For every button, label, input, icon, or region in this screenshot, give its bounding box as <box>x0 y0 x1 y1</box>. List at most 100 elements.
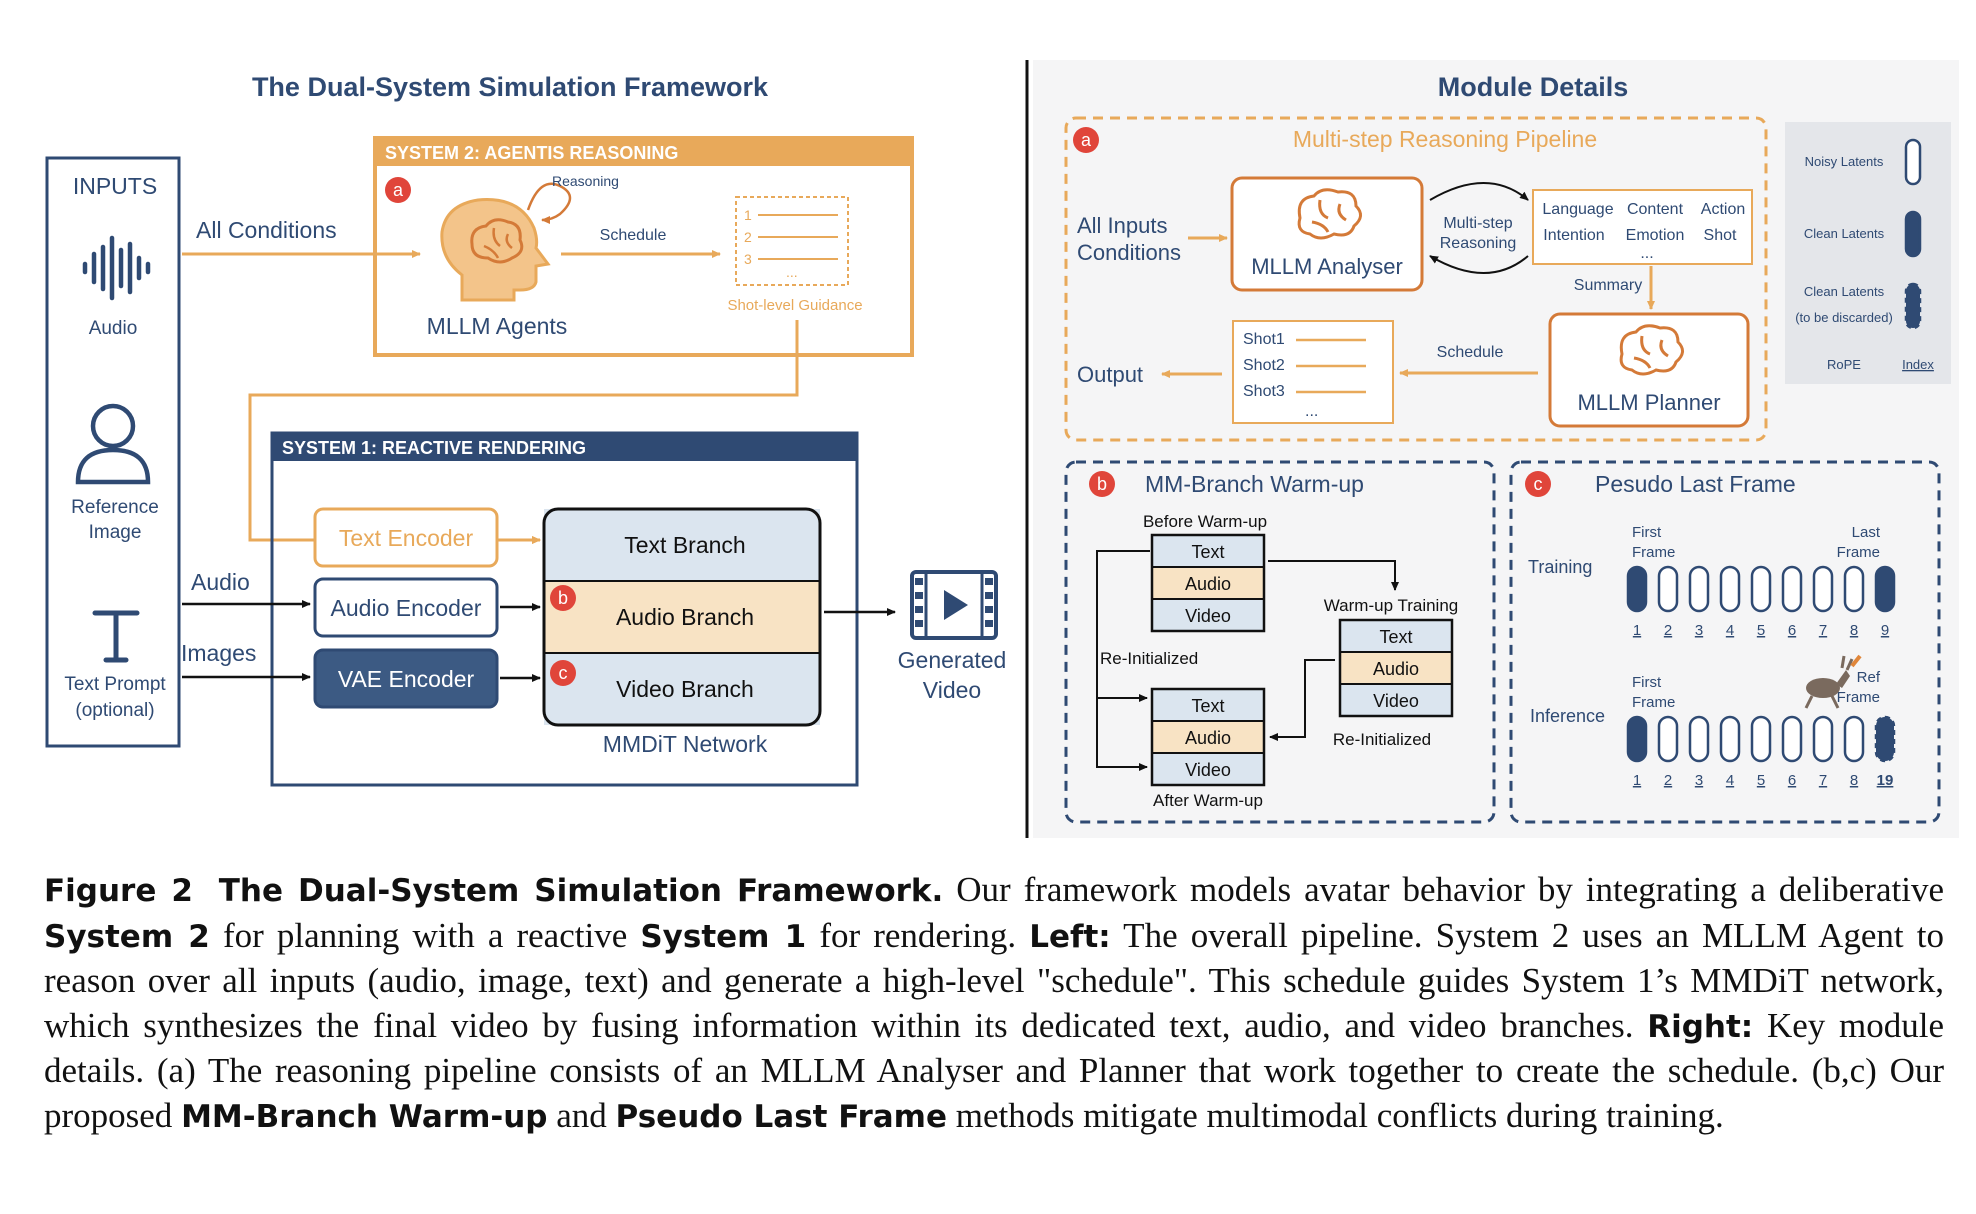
video-play-icon <box>910 570 998 640</box>
infer-frame-index: 6 <box>1788 772 1796 789</box>
input-text-prompt-line2: (optional) <box>75 700 154 721</box>
system2-header: SYSTEM 2: AGENTIS REASONING <box>385 143 678 163</box>
head-brain-icon <box>440 198 551 302</box>
reasoning-label: Reasoning <box>552 173 619 189</box>
text-encoder-box <box>313 507 499 568</box>
shots-ellipsis: ... <box>1305 403 1318 420</box>
infer-frame-index: 1 <box>1633 772 1641 789</box>
caption-pseudo-last-frame: Pseudo Last Frame <box>615 1098 948 1135</box>
mmdit-network-label: MMDiT Network <box>603 731 768 757</box>
before-to-training-arrow <box>1268 560 1399 591</box>
pipeline-badge-letter: a <box>1081 130 1092 150</box>
shot1-label: Shot1 <box>1243 331 1285 348</box>
legend-index: Index <box>1902 357 1934 372</box>
infer-latent-frame <box>1874 715 1896 763</box>
left-title: The Dual-System Simulation Framework <box>252 72 769 102</box>
audio-edge-label: Audio <box>191 569 250 595</box>
attr-ellipsis: ... <box>1640 245 1653 262</box>
inputs-panel <box>45 156 181 748</box>
infer-latent-frame <box>1657 715 1679 763</box>
inputs-header: INPUTS <box>73 173 157 199</box>
infer-frame-index: 3 <box>1695 772 1703 789</box>
caption-mm-warmup: MM-Branch Warm-up <box>181 1098 548 1135</box>
train-latent-frame <box>1750 565 1772 613</box>
planner-schedule-label: Schedule <box>1437 344 1504 361</box>
guidance-mark-ellipsis: ... <box>786 264 798 280</box>
audio-encoder-label: Audio Encoder <box>331 595 482 621</box>
mmdit-text-branch <box>544 509 820 581</box>
train-frame-index: 3 <box>1695 622 1703 639</box>
train-last-line1: Last <box>1852 524 1881 541</box>
before-text: Text <box>1191 542 1224 562</box>
train-frame-index: 9 <box>1881 622 1889 639</box>
infer-latent-frame <box>1626 715 1648 763</box>
legend-box <box>1785 122 1951 384</box>
all-inputs-line1: All Inputs <box>1077 213 1168 238</box>
analyser-to-attributes-arc <box>1429 182 1529 201</box>
caption-text-3: for rendering. <box>806 915 1030 955</box>
all-inputs-line2: Conditions <box>1077 240 1181 265</box>
audio-branch-label: Audio Branch <box>616 604 754 630</box>
pseudo-box <box>1509 460 1941 824</box>
training-text: Text <box>1379 627 1412 647</box>
mllm-planner-box <box>1548 312 1750 428</box>
train-latent-frame <box>1843 565 1865 613</box>
infer-frame-index: 8 <box>1850 772 1858 789</box>
caption-text-2: for planning with a reactive <box>209 915 641 955</box>
attr-intention: Intention <box>1543 227 1604 244</box>
train-frame-index: 8 <box>1850 622 1858 639</box>
infer-first-line1: First <box>1632 674 1662 691</box>
train-latent-frame <box>1781 565 1803 613</box>
infer-latent-frame <box>1781 715 1803 763</box>
legend-discard-line2: (to be discarded) <box>1795 310 1893 325</box>
shot-lines <box>1296 338 1366 394</box>
system2-badge-letter: a <box>393 180 404 200</box>
caption-text-4: The overall pipeline. System 2 uses an M… <box>44 915 1944 1045</box>
caption-right: Right: <box>1647 1008 1754 1045</box>
caption-text-5: Key module details. (a) The reasoning pi… <box>44 1005 1944 1135</box>
analyser-brain-icon <box>1297 188 1362 240</box>
multistep-line2: Reasoning <box>1440 235 1517 252</box>
before-stack <box>1150 533 1266 633</box>
after-stack <box>1150 687 1266 787</box>
video-branch-badge <box>550 660 576 686</box>
text-t-icon <box>92 610 140 663</box>
attributes-box <box>1532 189 1753 265</box>
infer-latent-frame <box>1843 715 1865 763</box>
infer-frame-index: 7 <box>1819 772 1827 789</box>
guidance-label: Shot-level Guidance <box>727 297 862 314</box>
pipeline-badge <box>1073 127 1099 153</box>
pseudo-inference-label: Inference <box>1530 706 1605 726</box>
donkey-icon <box>1804 654 1862 709</box>
input-text-prompt-line1: Text Prompt <box>64 674 166 695</box>
train-frame-index: 1 <box>1633 622 1641 639</box>
train-frame-index: 7 <box>1819 622 1827 639</box>
vae-encoder-label: VAE Encoder <box>338 666 475 692</box>
warmup-training-label: Warm-up Training <box>1324 596 1458 615</box>
caption-text-7: methods mitigate multimodal conflicts du… <box>947 1095 1724 1135</box>
mllm-analyser-box <box>1230 176 1424 292</box>
attr-language: Language <box>1542 201 1613 218</box>
train-first-line2: Frame <box>1632 544 1675 561</box>
attr-content: Content <box>1627 201 1684 218</box>
infer-latent-frame <box>1750 715 1772 763</box>
caption-system2: System 2 <box>44 918 210 955</box>
reinit-left-label: Re-Initialized <box>1100 649 1198 668</box>
infer-latent-frame <box>1812 715 1834 763</box>
pipeline-title: Multi-step Reasoning Pipeline <box>1293 126 1597 152</box>
person-icon <box>75 403 151 485</box>
infer-frame-index: 19 <box>1877 772 1894 789</box>
attributes-to-analyser-arc <box>1429 255 1529 274</box>
legend-clean-swatch <box>1904 210 1922 258</box>
pipeline-box <box>1064 116 1768 442</box>
summary-label: Summary <box>1574 277 1642 294</box>
before-audio: Audio <box>1185 574 1231 594</box>
caption-title: The Dual-System Simulation Framework. <box>218 873 944 909</box>
mmdit-video-branch <box>544 653 820 725</box>
images-edge-label: Images <box>181 640 256 666</box>
all-conditions-label: All Conditions <box>196 217 337 243</box>
after-warmup-label: After Warm-up <box>1153 791 1263 810</box>
caption-label: Figure 2 <box>44 873 193 909</box>
vae-encoder-box <box>313 648 499 709</box>
reinit-right-label: Re-Initialized <box>1333 730 1431 749</box>
